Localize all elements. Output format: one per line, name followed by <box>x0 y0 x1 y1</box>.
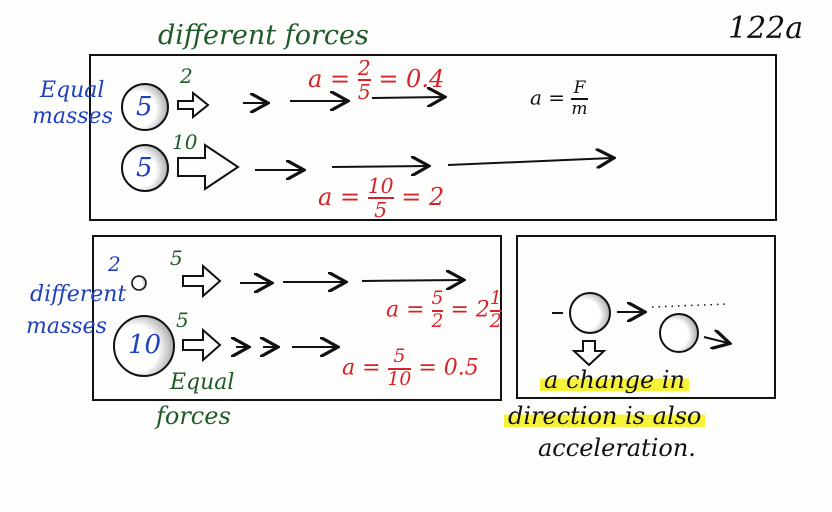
eq-lhs: a = <box>386 297 425 323</box>
caption-line1-text: a change in <box>540 366 689 394</box>
force-arrow-small-top <box>177 90 210 120</box>
formula-lhs: a = <box>530 85 566 110</box>
velocity-arrow <box>361 280 462 281</box>
eq-rhs: = 0.4 <box>378 64 445 93</box>
ball-after <box>659 313 699 353</box>
equal-forces-label-line2: forces <box>156 402 231 430</box>
original-path-dotted <box>651 303 729 308</box>
eq-rhs: = 0.5 <box>418 355 479 381</box>
equal-forces-label-line1: Equal <box>170 370 235 395</box>
force-arrow-top <box>182 263 222 299</box>
different-masses-label-line1: different <box>30 282 127 307</box>
top-panel-heading: different forces <box>158 20 369 51</box>
eq-numerator: 10 <box>367 174 394 198</box>
eq-rhs: = 2 <box>450 297 490 323</box>
eq-mixed-numerator: 1 <box>489 288 502 309</box>
velocity-arrow <box>447 158 612 165</box>
mass-label-large: 10 <box>128 330 162 360</box>
mass-label-top: 5 <box>136 92 153 122</box>
eq-denominator: 2 <box>431 310 444 332</box>
eq-numerator: 2 <box>357 56 371 80</box>
force-label-bl-bottom: 5 <box>176 308 189 332</box>
eq-denominator: 5 <box>374 198 388 223</box>
eq-lhs: a = <box>308 64 351 93</box>
bottom-right-panel-box <box>516 235 776 399</box>
mass-label-bottom: 5 <box>136 153 153 183</box>
ball-mass-10 <box>113 315 175 377</box>
eq-denominator: 5 <box>357 80 371 105</box>
top-panel-box <box>89 54 777 221</box>
caption-line2-text: direction is also <box>504 402 706 430</box>
force-arrow-large-top <box>177 143 240 191</box>
ball-mass-5-bottom <box>121 144 169 192</box>
force-label-top: 2 <box>180 64 193 88</box>
force-label-bottom: 10 <box>172 130 198 154</box>
eq-numerator: 5 <box>393 346 406 367</box>
force-label-bl-top: 5 <box>170 246 183 270</box>
formula-numerator: F <box>573 78 586 98</box>
formula-denominator: m <box>571 99 588 119</box>
ball-mass-5-top <box>121 83 169 131</box>
page-number: 122a <box>728 11 804 46</box>
mass-label-small: 2 <box>108 252 121 276</box>
caption-line2: direction is also <box>504 402 706 430</box>
eq-lhs: a = <box>318 182 361 211</box>
velocity-arrow <box>703 337 728 343</box>
velocity-arrow <box>331 166 427 167</box>
ball-before <box>569 292 611 334</box>
ball-mass-2 <box>131 275 147 291</box>
equal-masses-label-line1: Equal <box>40 78 105 103</box>
eq-mixed-denominator: 2 <box>489 310 502 332</box>
force-arrow-down <box>571 340 607 367</box>
caption-line1: a change in <box>540 366 689 394</box>
eq-numerator: 5 <box>431 288 444 309</box>
force-arrow-bottom <box>182 327 222 363</box>
bottom-left-panel-box <box>92 235 502 401</box>
velocity-arrow <box>371 97 443 98</box>
equal-masses-label-line2: masses <box>32 104 113 129</box>
eq-rhs: = 2 <box>401 182 445 211</box>
eq-lhs: a = <box>342 355 381 381</box>
eq-denominator: 10 <box>387 368 412 390</box>
caption-line3: acceleration. <box>538 434 696 462</box>
different-masses-label-line2: masses <box>26 314 107 339</box>
